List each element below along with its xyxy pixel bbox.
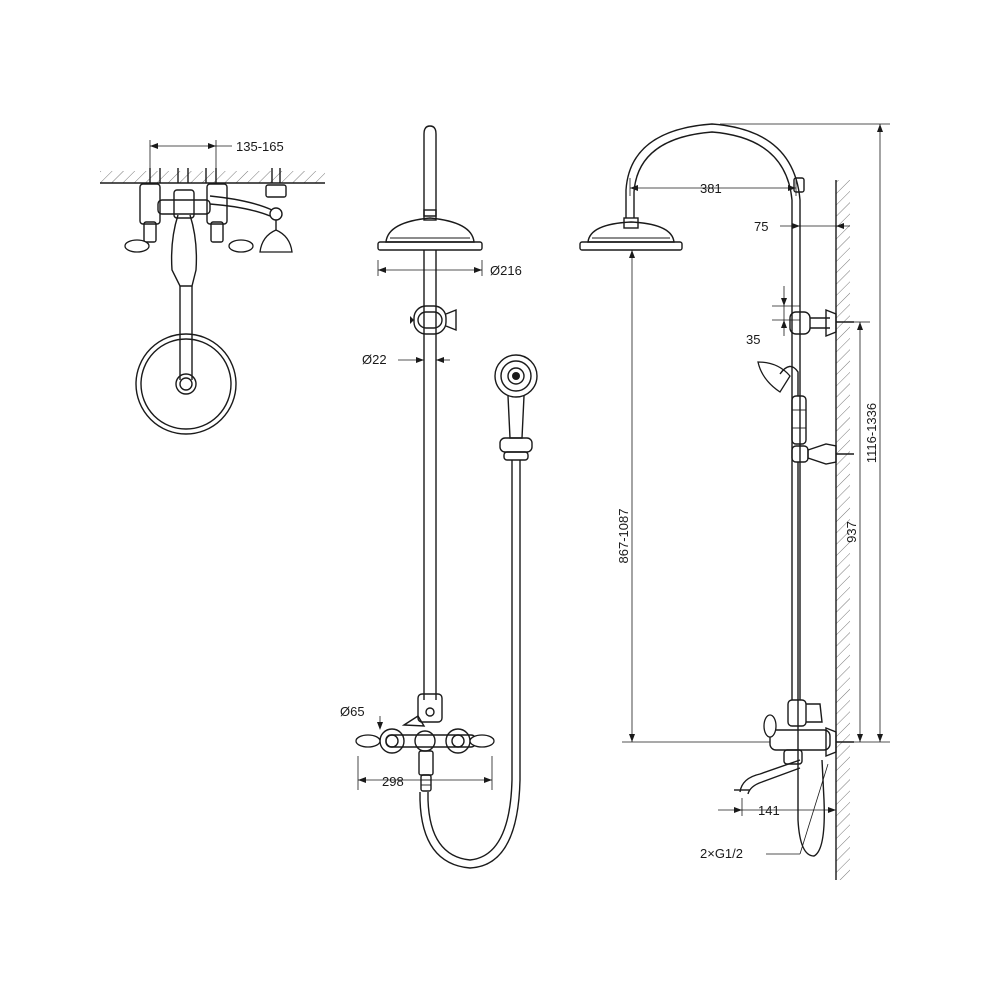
dim-pipe-diameter: Ø22 [362, 352, 450, 367]
dim-label-35: 35 [746, 332, 760, 347]
dim-arm-reach: 381 [629, 178, 797, 196]
dim-label-22: Ø22 [362, 352, 387, 367]
dim-head-offset: 75 [754, 219, 850, 234]
mixer-handle-side [763, 714, 777, 738]
dim-bracket-spacing: 35 [746, 286, 800, 347]
rain-head-side [579, 221, 683, 251]
upper-wall-bracket [789, 308, 854, 338]
handle-left [124, 239, 150, 253]
dim-label-298: 298 [382, 774, 404, 789]
dim-total-height: 1116-1336 [720, 123, 890, 743]
gooseneck-arm [623, 123, 805, 700]
ceiling-hatch [100, 171, 325, 183]
dim-lower-bracket-height: 937 [844, 321, 870, 742]
mixer-front [355, 693, 495, 792]
dim-inlet-thread: 2×G1/2 [700, 763, 829, 861]
mixer-top-view [124, 183, 254, 287]
dim-label-g12: 2×G1/2 [700, 846, 743, 861]
rain-head-front [377, 209, 483, 251]
dim-label-65: Ø65 [340, 704, 365, 719]
dim-rain-head-diameter: Ø216 [377, 260, 522, 278]
dim-label-75: 75 [754, 219, 768, 234]
side-view: 381 75 35 867-1087 [579, 123, 890, 880]
front-view: Ø216 Ø22 [340, 125, 538, 869]
dim-handle-diameter: Ø65 [340, 704, 383, 730]
dim-label-216: Ø216 [490, 263, 522, 278]
mixer-side [763, 699, 854, 765]
dim-label-381: 381 [700, 181, 722, 196]
dim-label-867-1087: 867-1087 [616, 509, 631, 564]
mixer-handle-right [469, 734, 495, 748]
mixer-handle-left [355, 734, 381, 748]
dim-head-height: 867-1087 [616, 249, 770, 743]
rain-head-top-view [135, 333, 237, 435]
top-view: 135-165 [100, 139, 325, 435]
inlet-studs [149, 168, 281, 183]
dim-label-135-165: 135-165 [236, 139, 284, 154]
middle-wall-bracket [791, 443, 854, 465]
handle-right [228, 239, 254, 253]
dim-top-view-spacing: 135-165 [149, 139, 284, 168]
hand-shower-side [757, 361, 807, 445]
hand-shower-top-view [209, 184, 293, 253]
hand-shower-front [494, 354, 538, 476]
dim-label-141: 141 [758, 803, 780, 818]
slide-bracket-front [410, 305, 457, 335]
dim-label-937: 937 [844, 521, 859, 543]
wall-hatch [836, 180, 850, 880]
bath-spout [734, 759, 801, 795]
dim-mixer-width: 298 [357, 756, 493, 790]
dim-label-1116-1336: 1116-1336 [864, 403, 879, 463]
dim-spout-reach: 141 [718, 798, 836, 818]
